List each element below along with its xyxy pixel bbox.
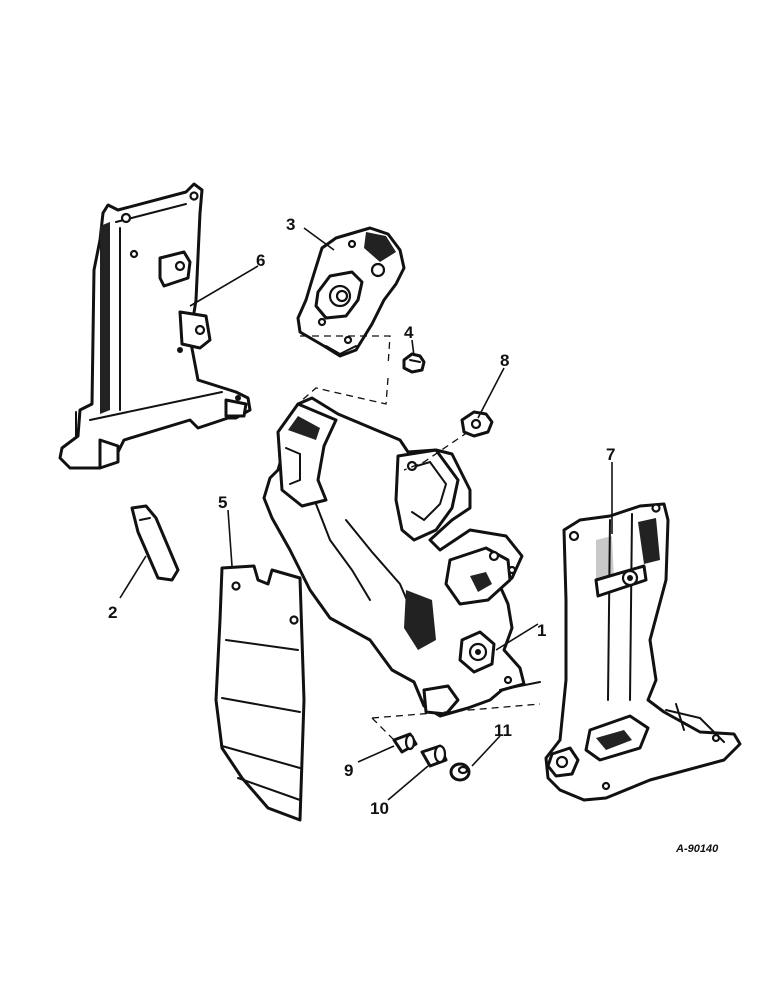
callout-label-2: 2 <box>108 603 117 622</box>
figure-reference-code: A-90140 <box>675 843 719 855</box>
part-10-bushing <box>420 744 448 768</box>
callout-label-8: 8 <box>500 351 509 370</box>
callout-label-3: 3 <box>286 215 295 234</box>
callout-label-7: 7 <box>606 445 615 464</box>
callout-labels: 1 2 3 4 5 6 7 8 9 10 11 <box>108 215 615 818</box>
callout-label-11: 11 <box>494 721 512 740</box>
part-9-bushing <box>392 732 418 754</box>
part-5-shield-plate <box>214 564 306 822</box>
callout-label-4: 4 <box>404 323 414 342</box>
callout-label-10: 10 <box>370 799 389 818</box>
callout-label-1: 1 <box>537 621 546 640</box>
part-7-right-housing <box>544 502 742 802</box>
callout-label-9: 9 <box>344 761 353 780</box>
assembly-lines <box>299 335 541 741</box>
part-3-flange-plate <box>296 226 406 358</box>
part-4-nut <box>402 352 426 374</box>
part-11-bushing <box>449 762 471 782</box>
callout-label-5: 5 <box>218 493 227 512</box>
leader-lines <box>119 227 613 801</box>
part-2-strip <box>130 504 180 582</box>
part-8-flanged-nut <box>460 410 494 438</box>
part-1-main-housing <box>262 396 541 718</box>
part-6-bracket-plate <box>58 182 252 470</box>
callout-label-6: 6 <box>256 251 265 270</box>
